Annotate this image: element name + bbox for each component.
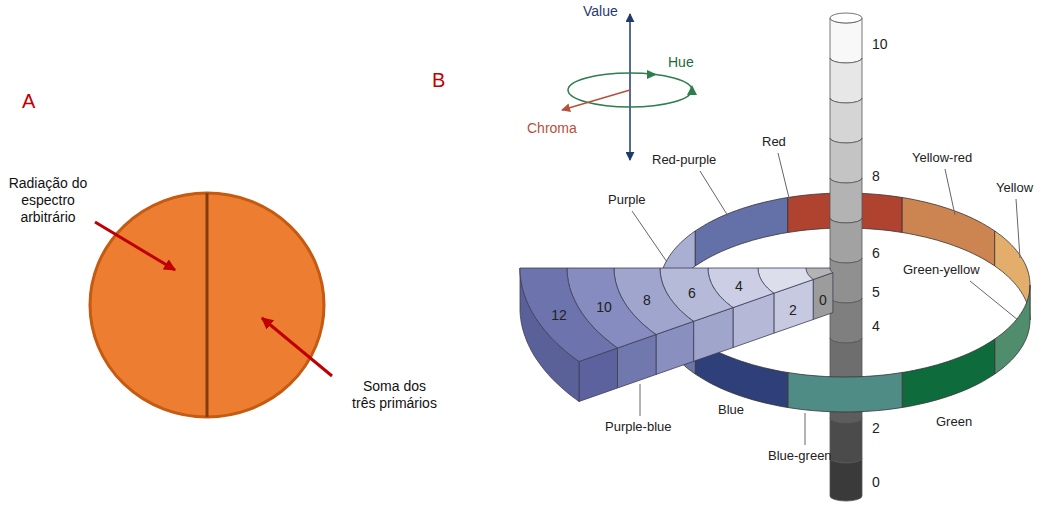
leader-line — [700, 171, 728, 216]
chroma-number: 8 — [643, 292, 651, 308]
leader-line — [945, 169, 955, 215]
chroma-number: 12 — [551, 307, 567, 323]
hue-label: Blue-green — [768, 448, 832, 464]
value-number: 5 — [872, 284, 880, 300]
value-number: 6 — [872, 245, 880, 261]
leader-lines — [632, 153, 1020, 445]
value-number: 0 — [872, 474, 880, 490]
hue-arrow-head — [647, 70, 657, 79]
pointer-arrow — [262, 318, 332, 376]
leader-line — [805, 413, 806, 445]
value-step — [830, 338, 862, 383]
value-number: 4 — [872, 318, 880, 334]
value-step — [830, 178, 862, 223]
cylinder-cap — [830, 13, 862, 23]
chroma-number: 6 — [688, 285, 696, 301]
chroma-step — [520, 268, 618, 362]
value-cylinder — [830, 13, 862, 501]
hue-segment — [902, 339, 995, 407]
value-number: 8 — [872, 168, 880, 184]
chroma-number: 2 — [789, 302, 797, 318]
value-step — [830, 258, 862, 303]
axis-label: Value — [583, 3, 618, 19]
value-step — [830, 58, 862, 103]
axis-label: Hue — [668, 54, 694, 70]
value-step — [830, 298, 862, 343]
value-step — [830, 418, 862, 463]
leader-line — [640, 384, 641, 416]
hue-segment — [788, 373, 902, 413]
leader-line — [632, 211, 667, 262]
value-step — [830, 18, 862, 63]
hue-arrow-head — [687, 85, 697, 95]
hue-segment — [902, 198, 995, 266]
hue-segment — [695, 198, 788, 266]
leader-line — [778, 153, 790, 202]
value-step — [830, 458, 862, 501]
value-step — [830, 138, 862, 183]
split-circle — [90, 193, 324, 417]
divider-line — [206, 193, 209, 417]
pointer-arrow — [95, 222, 175, 270]
hue-label: Red-purple — [652, 152, 716, 168]
leader-line — [970, 281, 1018, 320]
value-step — [830, 98, 862, 143]
hue-label: Green — [936, 414, 972, 430]
hue-label: Blue — [718, 402, 744, 418]
hue-label: Purple — [608, 192, 646, 208]
chroma-step-face — [813, 273, 833, 320]
chroma-wedge — [520, 268, 833, 402]
value-number: 2 — [872, 420, 880, 436]
callout-text: Radiação do espectro arbitrário — [4, 175, 92, 226]
hue-label: Yellow-red — [912, 150, 972, 166]
callout-text: Soma dos três primários — [350, 378, 439, 412]
chroma-axis — [562, 90, 630, 110]
hue-label: Purple-blue — [605, 419, 672, 435]
chroma-number: 4 — [735, 278, 743, 294]
hue-label: Red — [762, 134, 786, 150]
chroma-number: 0 — [819, 292, 827, 308]
value-axis — [629, 14, 631, 160]
panel-letter: A — [22, 93, 35, 109]
value-number: 10 — [872, 36, 888, 52]
value-step — [830, 218, 862, 263]
chroma-number: 10 — [596, 299, 612, 315]
hue-label: Green-yellow — [903, 262, 980, 278]
hue-label: Yellow — [996, 180, 1033, 196]
axis-label: Chroma — [527, 120, 577, 136]
leader-line — [1016, 199, 1020, 258]
hue-segment — [995, 285, 1030, 374]
panel-letter: B — [432, 72, 445, 88]
